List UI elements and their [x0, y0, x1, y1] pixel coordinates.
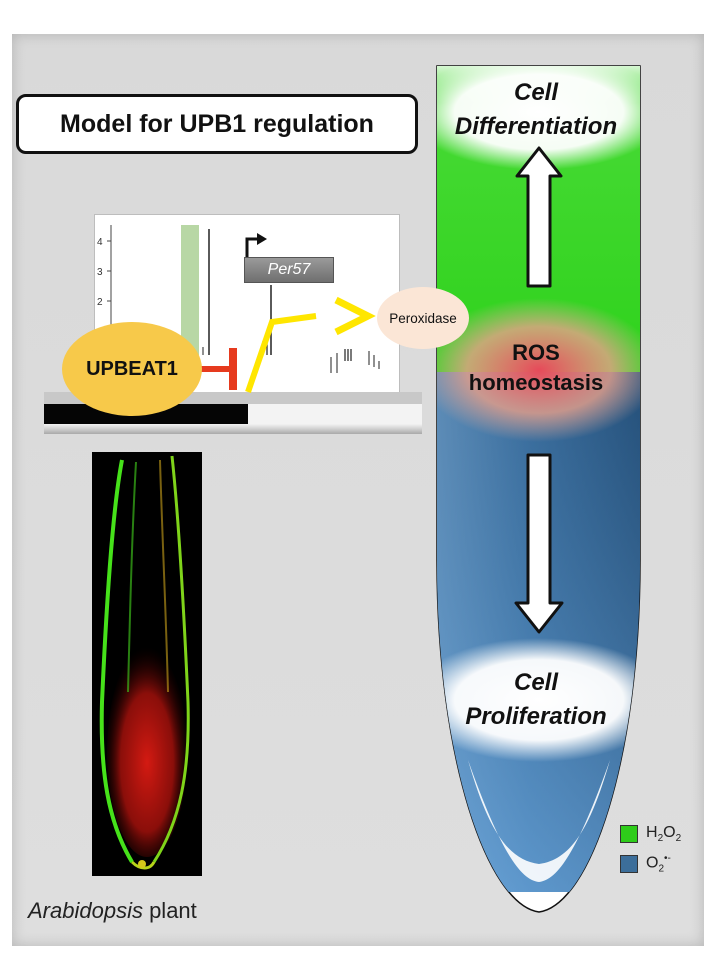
- y-tick-label-2: 2: [97, 297, 103, 308]
- peroxidase-label: Peroxidase: [389, 310, 457, 326]
- legend-label-superoxide: O2•-: [646, 853, 671, 875]
- proliferation-zone: [437, 638, 640, 762]
- tss-arrow: [245, 237, 259, 259]
- legend-h2o2: H2O2: [620, 822, 710, 846]
- peroxidase-protein: Peroxidase: [377, 287, 469, 349]
- up-arrow: [515, 146, 563, 288]
- y-tick-label-4: 4: [97, 237, 103, 248]
- legend-superoxide: O2•-: [620, 852, 710, 876]
- root-outline-right: [152, 455, 190, 863]
- ros-zone: [437, 298, 640, 442]
- legend-label-h2o2: H2O2: [646, 823, 682, 845]
- differentiation-line2: Differentiation: [454, 113, 618, 140]
- binding-highlight: [181, 225, 199, 355]
- figure-title: Model for UPB1 regulation: [60, 109, 374, 138]
- caption-rest: plant: [142, 898, 197, 923]
- differentiation-zone: [437, 66, 640, 170]
- cell-proliferation-label: Cell Proliferation: [436, 666, 636, 734]
- title-box: Model for UPB1 regulation: [16, 94, 418, 154]
- legend-swatch-superoxide: [620, 855, 638, 873]
- meristem-signal: [107, 647, 187, 857]
- species-name: Arabidopsis: [28, 898, 143, 923]
- cell-differentiation-label: Cell Differentiation: [436, 76, 636, 144]
- y-tick-label-3: 3: [97, 267, 103, 278]
- proliferation-line2: Proliferation: [465, 703, 607, 730]
- ros-line2: homeostasis: [468, 370, 604, 395]
- upbeat1-label: UPBEAT1: [86, 357, 178, 380]
- proliferation-line1: Cell: [513, 669, 558, 696]
- down-arrow: [514, 453, 564, 634]
- per57-label: Per57: [267, 261, 311, 278]
- root-micrograph-svg: [92, 452, 202, 876]
- root-outline-left: [99, 459, 134, 864]
- ros-homeostasis-label: ROS homeostasis: [436, 338, 636, 398]
- coding-region: [248, 404, 422, 424]
- species-caption: Arabidopsis plant: [28, 898, 197, 924]
- upbeat1-protein: UPBEAT1: [62, 322, 202, 416]
- legend-swatch-h2o2: [620, 825, 638, 843]
- per57-gene-box: Per57: [244, 257, 334, 283]
- activation-arrow: [245, 313, 317, 393]
- root-fluorescence-image: [92, 452, 202, 876]
- differentiation-line1: Cell: [513, 79, 558, 106]
- ros-line1: ROS: [512, 340, 560, 365]
